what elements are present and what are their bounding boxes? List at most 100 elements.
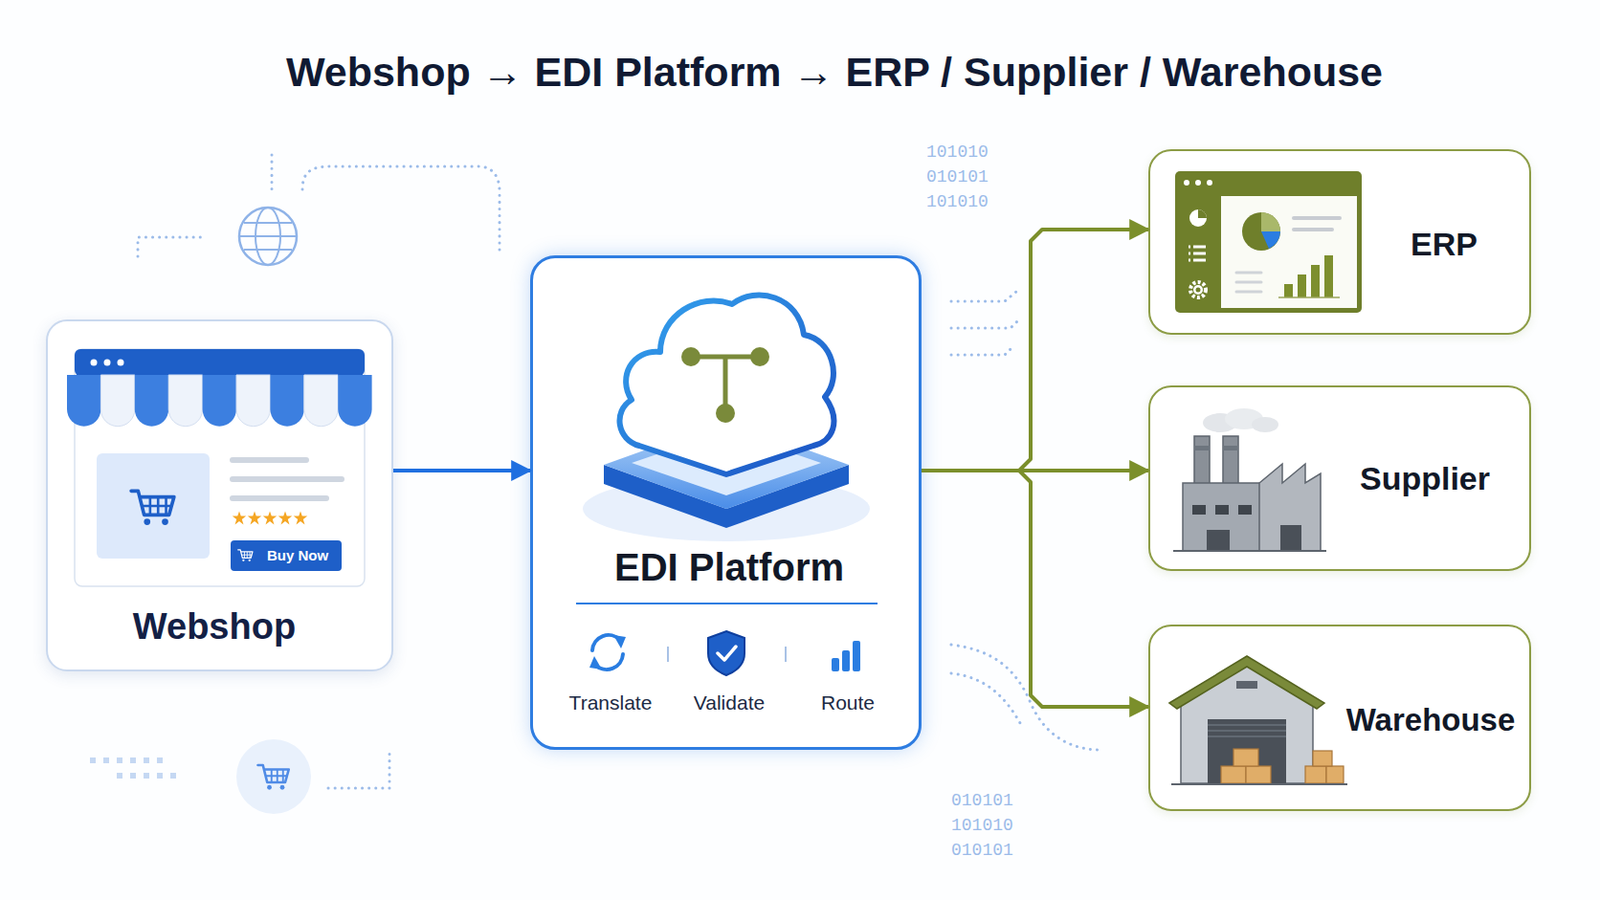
factory-icon-part: [1206, 530, 1230, 552]
erp-dashboard-icon-part: [1221, 196, 1357, 309]
background-decoration-part-part: [951, 320, 1019, 329]
storefront-illustration-part: [74, 349, 365, 377]
erp-dashboard-icon-part: [1195, 179, 1201, 186]
cloud-platform-icon-part: [631, 430, 822, 496]
warehouse-icon-part: [1169, 656, 1325, 710]
function-icons-part: [666, 646, 669, 663]
background-decoration-part-part: [951, 673, 1021, 724]
node-title: ERP: [1362, 225, 1526, 264]
background-decoration-part-part: [143, 757, 150, 764]
storefront-illustration-part: [304, 375, 338, 427]
flow-arrow: [921, 470, 1149, 708]
warehouse-icon-part-part: [1233, 749, 1259, 767]
warehouse-icon-part-part: [1326, 766, 1344, 784]
background-decoration-part-part: [137, 237, 204, 257]
flow-arrow: [921, 468, 1149, 473]
background-decoration-part: [255, 207, 281, 266]
storefront-illustration-part: [263, 511, 277, 525]
background-decoration-part: [239, 222, 297, 250]
background-decoration-part: [137, 155, 1101, 789]
warehouse-icon-part-part: [1312, 751, 1333, 767]
erp-dashboard-icon-part: [1190, 282, 1206, 298]
storefront-illustration-part: [238, 550, 253, 562]
background-decoration-part-part: [951, 644, 1101, 751]
factory-icon-part: [1280, 525, 1302, 552]
storefront-illustration-part: [337, 375, 372, 427]
system-box: Warehouse: [1148, 624, 1532, 812]
node-title: Webshop: [61, 606, 368, 649]
cloud-platform-icon-part: [603, 421, 849, 510]
warehouse-icon-part: [1221, 749, 1344, 784]
cloud-platform-icon-part: [582, 476, 870, 542]
function-icons-part: [595, 654, 623, 670]
erp-dashboard-icon-part: [1242, 212, 1281, 251]
background-decoration-part-part: [89, 757, 96, 764]
factory-icon-part: [1182, 483, 1262, 552]
storefront-illustration-part: [202, 375, 237, 427]
storefront-illustration-part: [168, 375, 202, 427]
storefront-illustration-part: [134, 375, 169, 427]
function-label: Route: [785, 691, 911, 715]
erp-dashboard-icon-part: [1188, 246, 1191, 261]
binary-decoration: 101010 010101 101010: [926, 139, 1003, 215]
erp-dashboard-icon-part: [1183, 179, 1190, 186]
storefront-illustration-part: [236, 375, 270, 427]
storefront-illustration-part: [232, 511, 246, 525]
cloud-platform-icon-part: [681, 347, 701, 367]
erp-dashboard-icon-part: [1311, 265, 1320, 298]
background-decoration-part-part: [116, 757, 123, 764]
erp-dashboard-icon-part: [1324, 255, 1334, 298]
function-icons: [589, 631, 861, 676]
background-decoration: [89, 155, 1101, 815]
background-decoration-part-part: [328, 748, 390, 789]
cloud-platform-icon-part: [690, 356, 760, 414]
background-decoration-part-part: [103, 757, 110, 764]
warehouse-icon-part: [1207, 719, 1287, 784]
background-decoration-part-part: [130, 773, 136, 779]
storefront-illustration-part: [131, 490, 175, 526]
warehouse-icon-part-part: [1245, 766, 1271, 784]
storefront-illustration-part: [269, 375, 304, 427]
erp-dashboard-icon-part: [1206, 179, 1213, 186]
erp-dashboard-icon-part: [1236, 272, 1262, 292]
erp-dashboard-icon-part: [1297, 274, 1307, 298]
factory-icon-part: [1192, 505, 1206, 515]
erp-dashboard-icon-part: [1261, 212, 1281, 232]
system-box: Supplier: [1148, 385, 1532, 572]
function-label: Validate: [666, 691, 792, 715]
cloud-platform-icon: [576, 294, 878, 604]
background-decoration-part: [89, 757, 177, 779]
webshop-box: Webshop: [45, 319, 394, 672]
warehouse-icon: [1169, 656, 1348, 785]
warehouse-icon-part: [1236, 681, 1258, 689]
erp-dashboard-icon: [1175, 171, 1362, 313]
storefront-illustration-part: [230, 540, 342, 572]
storefront-illustration-part: [100, 375, 134, 427]
platform-box: EDI PlatformTranslateValidateRoute: [530, 255, 922, 751]
storefront-illustration-part: [293, 511, 308, 525]
erp-dashboard-icon-part: [1293, 218, 1340, 230]
erp-dashboard-icon-part: [1193, 246, 1206, 261]
storefront-illustration-part: [232, 460, 342, 499]
function-icons-part: [852, 641, 861, 672]
erp-dashboard-icon-part: [1278, 296, 1340, 299]
background-decoration-part: [239, 207, 297, 266]
warehouse-icon-part-part: [1221, 766, 1246, 784]
factory-icon-part: [1259, 464, 1321, 552]
background-decoration-part-part: [170, 773, 177, 779]
factory-icon: [1173, 408, 1327, 552]
factory-icon-part: [1215, 505, 1229, 515]
storefront-illustration-part: [278, 511, 292, 525]
node-title: EDI Platform: [542, 545, 916, 590]
cloud-platform-icon-part: [576, 602, 878, 605]
erp-dashboard-icon-part: [1261, 231, 1281, 249]
factory-icon-part: [1222, 445, 1239, 451]
storefront-illustration-part: [90, 359, 98, 367]
background-decoration-part-part: [951, 291, 1017, 302]
node-title: Warehouse: [1329, 702, 1533, 739]
erp-dashboard-icon-part: [1196, 288, 1201, 293]
background-decoration-part-part: [156, 757, 163, 764]
